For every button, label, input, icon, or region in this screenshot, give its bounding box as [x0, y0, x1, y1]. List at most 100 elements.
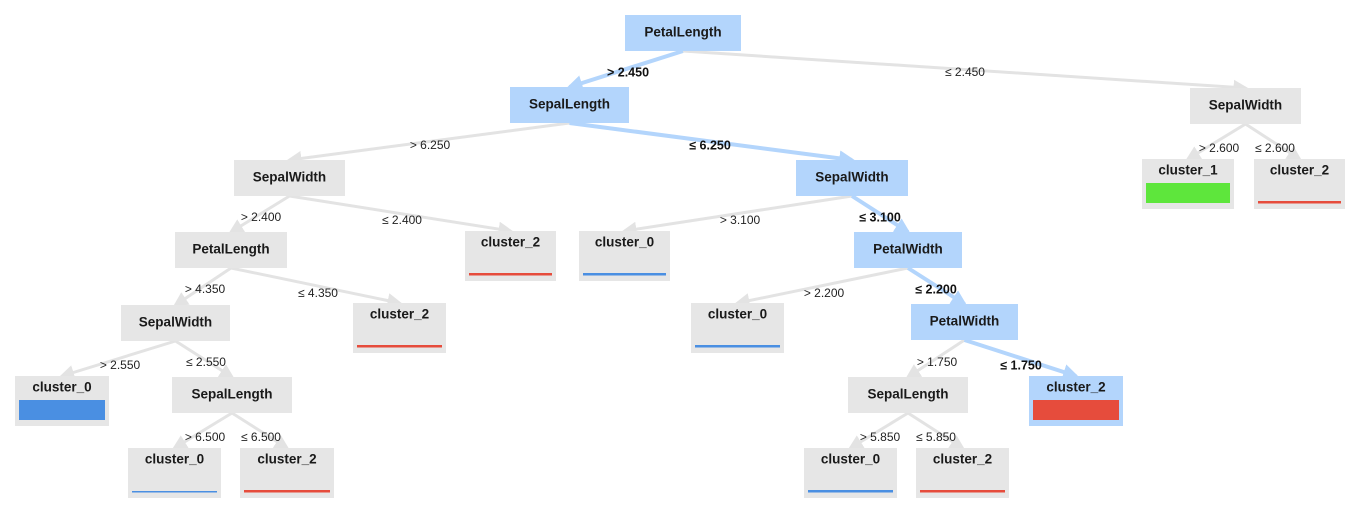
node-label: PetalWidth — [930, 314, 1000, 329]
split-node-SepalWidth[interactable]: SepalWidth — [1190, 88, 1301, 124]
edge-n8-n14 — [906, 266, 968, 306]
edge-n2-n6 — [289, 194, 514, 237]
node-label: cluster_0 — [595, 235, 654, 250]
node-box — [916, 448, 1009, 498]
edge-label: ≤ 2.400 — [382, 213, 422, 227]
leaf-node-cluster_2[interactable]: cluster_2 — [1254, 159, 1345, 209]
node-box — [121, 305, 230, 341]
cluster-bar — [1033, 400, 1119, 420]
cluster-bar — [469, 273, 552, 276]
node-label: cluster_2 — [1270, 163, 1329, 178]
node-label: cluster_1 — [1158, 163, 1218, 178]
node-label: cluster_2 — [370, 307, 429, 322]
edge-label: > 5.850 — [860, 430, 901, 444]
edge-n16-n20 — [231, 411, 290, 450]
edge-label: > 2.450 — [607, 65, 649, 79]
cluster-bar — [132, 491, 217, 493]
split-node-SepalLength[interactable]: SepalLength — [172, 377, 292, 413]
node-box — [510, 87, 629, 123]
edge-label: > 3.100 — [720, 213, 761, 227]
edge-n17-n21 — [847, 411, 909, 450]
leaf-node-cluster_0[interactable]: cluster_0 — [804, 448, 897, 498]
leaf-node-cluster_0[interactable]: cluster_0 — [579, 231, 670, 281]
cluster-bar — [1146, 183, 1230, 203]
cluster-bar — [920, 490, 1005, 493]
node-box — [804, 448, 897, 498]
cluster-bar — [19, 400, 105, 420]
split-node-SepalLength[interactable]: SepalLength — [510, 87, 629, 123]
node-label: cluster_2 — [933, 452, 992, 467]
edge-label: > 2.600 — [1199, 141, 1240, 155]
node-box — [1254, 159, 1345, 209]
node-box — [172, 377, 292, 413]
edge-label: ≤ 6.500 — [241, 430, 281, 444]
edge-n4-n10 — [1244, 122, 1303, 161]
leaf-node-cluster_0[interactable]: cluster_0 — [128, 448, 221, 498]
node-label: SepalWidth — [139, 315, 212, 330]
split-node-SepalWidth[interactable]: SepalWidth — [121, 305, 230, 341]
node-label: PetalWidth — [873, 242, 943, 257]
leaf-node-cluster_0[interactable]: cluster_0 — [691, 303, 784, 353]
edge-n1-n2 — [286, 121, 570, 166]
leaf-node-cluster_2[interactable]: cluster_2 — [240, 448, 334, 498]
node-label: cluster_2 — [481, 235, 540, 250]
cluster-bar — [244, 490, 330, 493]
edge-n14-n17 — [905, 338, 966, 379]
edge-label: ≤ 2.200 — [915, 282, 957, 296]
split-node-PetalWidth[interactable]: PetalWidth — [911, 304, 1018, 340]
edge-label: ≤ 2.550 — [186, 355, 226, 369]
node-label: cluster_2 — [1046, 380, 1105, 395]
edge-n14-n18 — [963, 338, 1080, 380]
node-label: SepalLength — [529, 97, 610, 112]
edge-labels-layer: > 2.450≤ 2.450> 6.250≤ 6.250> 2.600≤ 2.6… — [100, 65, 1295, 444]
leaf-node-cluster_2[interactable]: cluster_2 — [465, 231, 556, 281]
split-node-SepalWidth[interactable]: SepalWidth — [796, 160, 908, 196]
split-node-SepalLength[interactable]: SepalLength — [848, 377, 968, 413]
edge-n4-n9 — [1185, 122, 1247, 161]
node-label: cluster_2 — [257, 452, 316, 467]
node-label: SepalWidth — [1209, 98, 1282, 113]
leaf-node-cluster_0[interactable]: cluster_0 — [15, 376, 109, 426]
node-box — [234, 160, 345, 196]
node-label: SepalWidth — [253, 170, 326, 185]
edge-n1-n3 — [569, 121, 856, 167]
node-box — [848, 377, 968, 413]
edge-n3-n8 — [850, 194, 911, 234]
edge-n0-n1 — [566, 49, 684, 91]
leaf-node-cluster_2[interactable]: cluster_2 — [1029, 376, 1123, 426]
node-box — [579, 231, 670, 281]
leaf-node-cluster_1[interactable]: cluster_1 — [1142, 159, 1234, 209]
node-label: cluster_0 — [708, 307, 767, 322]
edge-n11-n15 — [59, 339, 176, 380]
edge-label: > 2.400 — [241, 210, 282, 224]
split-node-SepalWidth[interactable]: SepalWidth — [234, 160, 345, 196]
node-box — [911, 304, 1018, 340]
node-box — [175, 232, 287, 268]
node-box — [353, 303, 446, 353]
node-box — [240, 448, 334, 498]
edge-label: ≤ 1.750 — [1000, 358, 1042, 372]
edge-label: ≤ 2.450 — [945, 65, 985, 79]
leaf-node-cluster_2[interactable]: cluster_2 — [353, 303, 446, 353]
cluster-bar — [808, 490, 893, 493]
node-box — [465, 231, 556, 281]
cluster-bar — [1258, 201, 1341, 204]
edge-label: ≤ 2.600 — [1255, 141, 1295, 155]
split-node-PetalLength[interactable]: PetalLength — [625, 15, 741, 51]
edge-n5-n11 — [173, 266, 232, 307]
split-node-PetalWidth[interactable]: PetalWidth — [854, 232, 962, 268]
node-label: cluster_0 — [145, 452, 204, 467]
node-box — [1190, 88, 1301, 124]
edge-n5-n12 — [230, 266, 403, 308]
leaf-node-cluster_2[interactable]: cluster_2 — [916, 448, 1009, 498]
edge-n8-n13 — [734, 266, 909, 308]
edges-layer — [59, 49, 1303, 450]
edge-n3-n7 — [621, 194, 853, 237]
edge-label: > 6.500 — [185, 430, 226, 444]
split-node-PetalLength[interactable]: PetalLength — [175, 232, 287, 268]
cluster-bar — [695, 345, 780, 348]
edge-label: > 6.250 — [410, 138, 451, 152]
edge-label: > 2.200 — [804, 286, 845, 300]
